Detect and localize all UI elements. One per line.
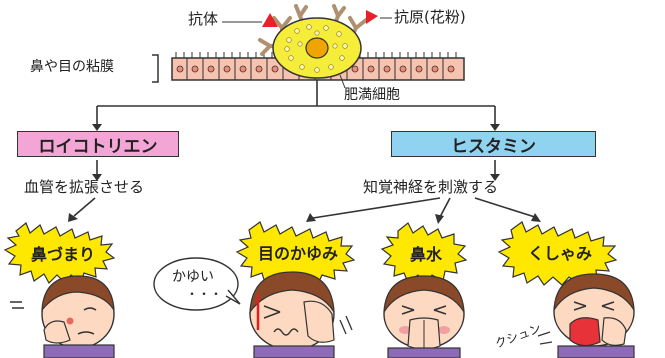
antigen-shape-right (366, 10, 378, 24)
star-itchy-eyes (235, 221, 356, 286)
character-itchy-eyes (249, 271, 353, 358)
mast-cell-label: 肥満細胞 (344, 87, 400, 103)
symptom-itchy-eyes: 目のかゆみ (257, 244, 338, 263)
histamine-effect-label: 知覚神経を刺激する (363, 178, 499, 196)
starbursts (3, 221, 618, 286)
star-runny-nose (380, 222, 468, 284)
antibody-label: 抗体 (188, 10, 219, 28)
speech-itchy: かゆい (172, 269, 214, 285)
symptom-nasal-congestion: 鼻づまり (30, 245, 95, 264)
mucosa-label: 鼻や目の粘膜 (30, 59, 114, 75)
character-nasal-congestion (10, 275, 115, 358)
character-runny-nose (383, 275, 465, 358)
mucosa-bracket (152, 54, 159, 83)
speech-itchy-dots: ・・・ (186, 287, 223, 301)
symptom-runny-nose: 鼻水 (409, 245, 442, 264)
antigen-label: 抗原(花粉) (394, 8, 466, 26)
symptom-sneeze: くしゃみ (527, 244, 592, 263)
mast-cell (272, 17, 362, 79)
leukotriene-box: ロイコトリエン (17, 131, 179, 157)
character-sneeze (537, 273, 635, 358)
leukotriene-effect-label: 血管を拡張させる (24, 178, 145, 196)
speech-bubble (153, 257, 241, 311)
antigen-shape-left (262, 13, 278, 27)
histamine-box: ヒスタミン (391, 131, 596, 157)
flow-arrows (73, 80, 539, 219)
star-nasal-congestion (3, 222, 116, 284)
